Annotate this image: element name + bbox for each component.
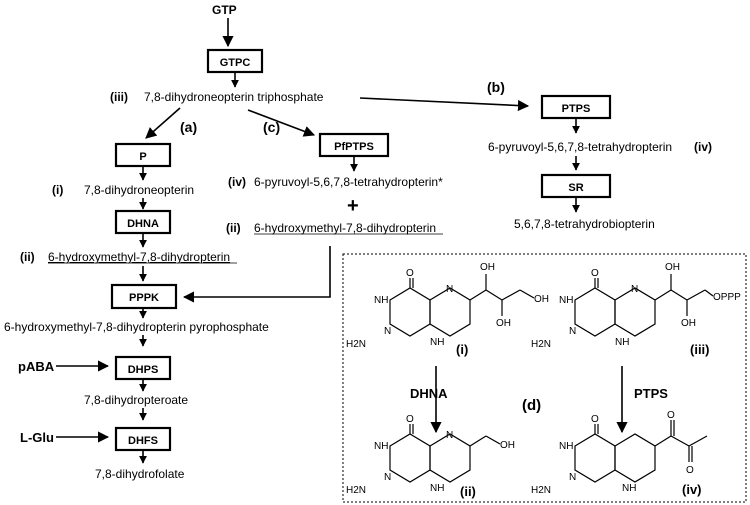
branch-b-label: (b): [487, 79, 505, 95]
dhfs-product-name: 7,8-dihydrofolate: [95, 467, 185, 481]
lglu-label: L-Glu: [20, 430, 54, 445]
iii-atom-n-upper: N: [631, 284, 638, 295]
dhna-box: [114, 209, 172, 235]
arrow-branch-c: [247, 109, 316, 137]
pppk-box: [110, 283, 178, 310]
iii-atom-n-lower: N: [569, 326, 576, 337]
i-compound-name: 7,8-dihydroneopterin: [84, 183, 194, 197]
i-atom-n-lower: N: [384, 326, 391, 337]
ptps-enzyme-label: PTPS: [634, 386, 668, 401]
structure-i: O NH N H2N N NH OH OH OH (i): [346, 262, 549, 357]
pfptps-box: [318, 132, 390, 158]
c-ii-compound-name: 6-hydroxymethyl-7,8-dihydropterin: [254, 221, 436, 235]
p-box: [114, 142, 172, 168]
pfptps-label: PfPTPS: [334, 141, 374, 153]
ii-atom-o: O: [406, 414, 414, 425]
iv-atom-o-2: O: [686, 465, 694, 476]
b-iv-compound-name: 6-pyruvoyl-5,6,7,8-tetrahydropterin: [488, 140, 672, 154]
iii-compound-name: 7,8-dihydroneopterin triphosphate: [144, 90, 324, 104]
iii-atom-oh-1: OH: [665, 262, 680, 273]
iii-atom-nh: NH: [559, 295, 573, 306]
roman-ii-label: (ii): [20, 250, 35, 264]
dhfs-box: [114, 426, 172, 452]
ii-atom-h2n: H2N: [346, 485, 366, 496]
roman-iii-label: (iii): [110, 90, 128, 104]
roman-i-label: (i): [52, 183, 63, 197]
roman-iii-structure: (iii): [690, 342, 710, 357]
ii-atom-n-lower: N: [384, 472, 391, 483]
c-roman-ii-label: (ii): [226, 221, 241, 235]
pppk-product-name: 6-hydroxymethyl-7,8-dihydropterin pyroph…: [4, 320, 269, 334]
structures-panel: [342, 253, 747, 503]
sr-product-name: 5,6,7,8-tetrahydrobiopterin: [514, 217, 655, 231]
iii-atom-h2n: H2N: [531, 339, 551, 350]
sr-box: [540, 173, 612, 199]
ii-atom-nh-lower: NH: [430, 483, 444, 494]
ii-atom-n-upper: N: [446, 430, 453, 441]
iii-atom-o: O: [591, 268, 599, 279]
b-roman-iv-label: (iv): [694, 140, 712, 154]
gtp-label: GTP: [212, 3, 237, 17]
structure-iv: O NH N H2N NH O O (iv): [531, 410, 708, 497]
dhps-label: DHPS: [128, 364, 159, 376]
pppk-label: PPPK: [129, 292, 159, 304]
iv-atom-nh: NH: [559, 441, 573, 452]
roman-ii-structure: (ii): [460, 484, 476, 499]
i-atom-h2n: H2N: [346, 339, 366, 350]
dhna-label: DHNA: [127, 218, 159, 230]
structure-ii: O NH N H2N N NH OH (ii): [346, 414, 515, 499]
ptps-box: [540, 94, 612, 120]
structure-iii: O NH N H2N N NH OH OH OPPP (iii): [531, 262, 741, 357]
iv-atom-nh-lower: NH: [622, 483, 636, 494]
sr-label: SR: [568, 182, 583, 194]
i-atom-oh-1: OH: [480, 262, 495, 273]
i-atom-oh-2: OH: [496, 318, 511, 329]
arrow-branch-b: [359, 97, 530, 112]
d-panel-label: (d): [522, 397, 541, 414]
arrow-c-ii-to-pppk: [182, 246, 331, 303]
branch-a-label: (a): [180, 119, 197, 135]
i-atom-oh-3: OH: [534, 294, 549, 305]
ii-compound-name: 6-hydroxymethyl-7,8-dihydropterin: [48, 250, 230, 264]
ptps-label: PTPS: [562, 103, 591, 115]
paba-label: pABA: [18, 359, 55, 374]
arrow-branch-a: [145, 107, 181, 139]
dhna-enzyme-label: DHNA: [410, 386, 448, 401]
dhfs-label: DHFS: [128, 435, 158, 447]
i-atom-n-upper: N: [446, 284, 453, 295]
iii-atom-oppp: OPPP: [713, 292, 741, 303]
iv-atom-h2n: H2N: [531, 485, 551, 496]
roman-i-structure: (i): [456, 342, 468, 357]
dhps-box: [114, 355, 172, 381]
gtpc-label: GTPC: [220, 57, 251, 69]
p-label: P: [139, 151, 146, 163]
roman-iv-structure: (iv): [682, 482, 702, 497]
c-iv-compound-name: 6-pyruvoyl-5,6,7,8-tetrahydropterin*: [254, 175, 443, 189]
i-atom-nh-lower: NH: [430, 337, 444, 348]
gtpc-box: [206, 48, 264, 74]
branch-c-label: (c): [263, 119, 280, 135]
iv-atom-o: O: [591, 414, 599, 425]
plus-sign: +: [347, 195, 359, 217]
iv-atom-o-1: O: [667, 410, 675, 421]
dhps-product-name: 7,8-dihydropteroate: [84, 393, 188, 407]
ii-atom-oh: OH: [500, 440, 515, 451]
i-atom-nh: NH: [374, 295, 388, 306]
ii-atom-nh: NH: [374, 441, 388, 452]
c-roman-iv-label: (iv): [228, 175, 246, 189]
iv-atom-n-lower: N: [569, 472, 576, 483]
iii-atom-oh-2: OH: [681, 318, 696, 329]
i-atom-o: O: [406, 268, 414, 279]
iii-atom-nh-lower: NH: [615, 337, 629, 348]
